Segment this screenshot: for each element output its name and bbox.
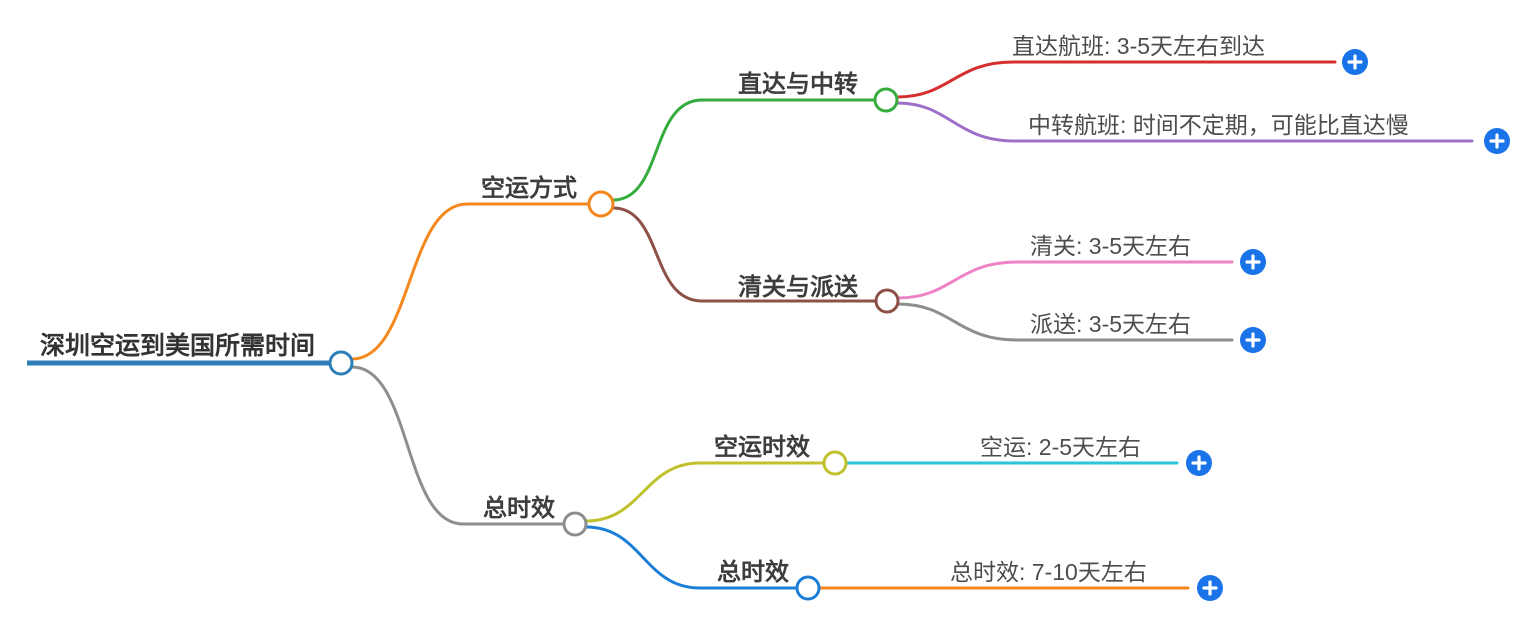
leaf-label-total[interactable]: 总时效: 7-10天左右 xyxy=(950,559,1147,585)
air-time-node-handle[interactable] xyxy=(822,450,848,476)
root-node-handle[interactable] xyxy=(328,350,354,376)
leaf-label-customs[interactable]: 清关: 3-5天左右 xyxy=(1030,233,1191,259)
plus-icon-glyph xyxy=(1489,133,1505,149)
total-sub-node-handle[interactable] xyxy=(795,575,821,601)
direct-transfer-node-handle[interactable] xyxy=(873,87,899,113)
add-child-button-customs[interactable] xyxy=(1240,249,1266,275)
node-label-customs-delivery[interactable]: 清关与派送 xyxy=(738,273,859,301)
node-label-airfreight-method[interactable]: 空运方式 xyxy=(481,174,577,202)
plus-icon-glyph xyxy=(1202,580,1218,596)
plus-icon-glyph xyxy=(1245,254,1261,270)
branch-line-airfreight-method xyxy=(350,202,591,361)
node-label-total-time[interactable]: 总时效 xyxy=(483,494,555,522)
airfreight-method-node-handle[interactable] xyxy=(587,190,615,218)
leaf-line-delivery xyxy=(896,302,1234,342)
leaf-label-air[interactable]: 空运: 2-5天左右 xyxy=(980,434,1141,460)
leaf-line-customs xyxy=(896,260,1234,300)
leaf-label-direct-flight[interactable]: 直达航班: 3-5天左右到达 xyxy=(1012,33,1265,59)
add-child-button-delivery[interactable] xyxy=(1240,327,1266,353)
branch-line-total-sub xyxy=(584,525,799,590)
leaf-line-transfer-flight xyxy=(895,101,1474,143)
add-child-button-total[interactable] xyxy=(1197,575,1223,601)
customs-delivery-node-handle[interactable] xyxy=(874,288,900,314)
add-child-button-air[interactable] xyxy=(1186,450,1212,476)
branch-line-air-time xyxy=(584,461,826,523)
add-child-button-direct-flight[interactable] xyxy=(1342,49,1368,75)
branch-line-total-time xyxy=(350,365,565,526)
node-label-air-time[interactable]: 空运时效 xyxy=(714,433,810,461)
add-child-button-transfer-flight[interactable] xyxy=(1484,128,1510,154)
plus-icon-glyph xyxy=(1245,332,1261,348)
leaf-label-delivery[interactable]: 派送: 3-5天左右 xyxy=(1030,311,1191,337)
plus-icon-glyph xyxy=(1191,455,1207,471)
node-label-direct-transfer[interactable]: 直达与中转 xyxy=(738,70,858,98)
leaf-line-direct-flight xyxy=(895,60,1337,99)
root-node-label[interactable]: 深圳空运到美国所需时间 xyxy=(40,331,315,360)
total-time-node-handle[interactable] xyxy=(562,511,588,537)
plus-icon-glyph xyxy=(1347,54,1363,70)
leaf-label-transfer-flight[interactable]: 中转航班: 时间不定期，可能比直达慢 xyxy=(1028,112,1409,138)
branch-line-direct-transfer xyxy=(611,98,877,202)
node-label-total-sub[interactable]: 总时效 xyxy=(717,558,789,586)
branch-line-customs-delivery xyxy=(611,206,878,303)
